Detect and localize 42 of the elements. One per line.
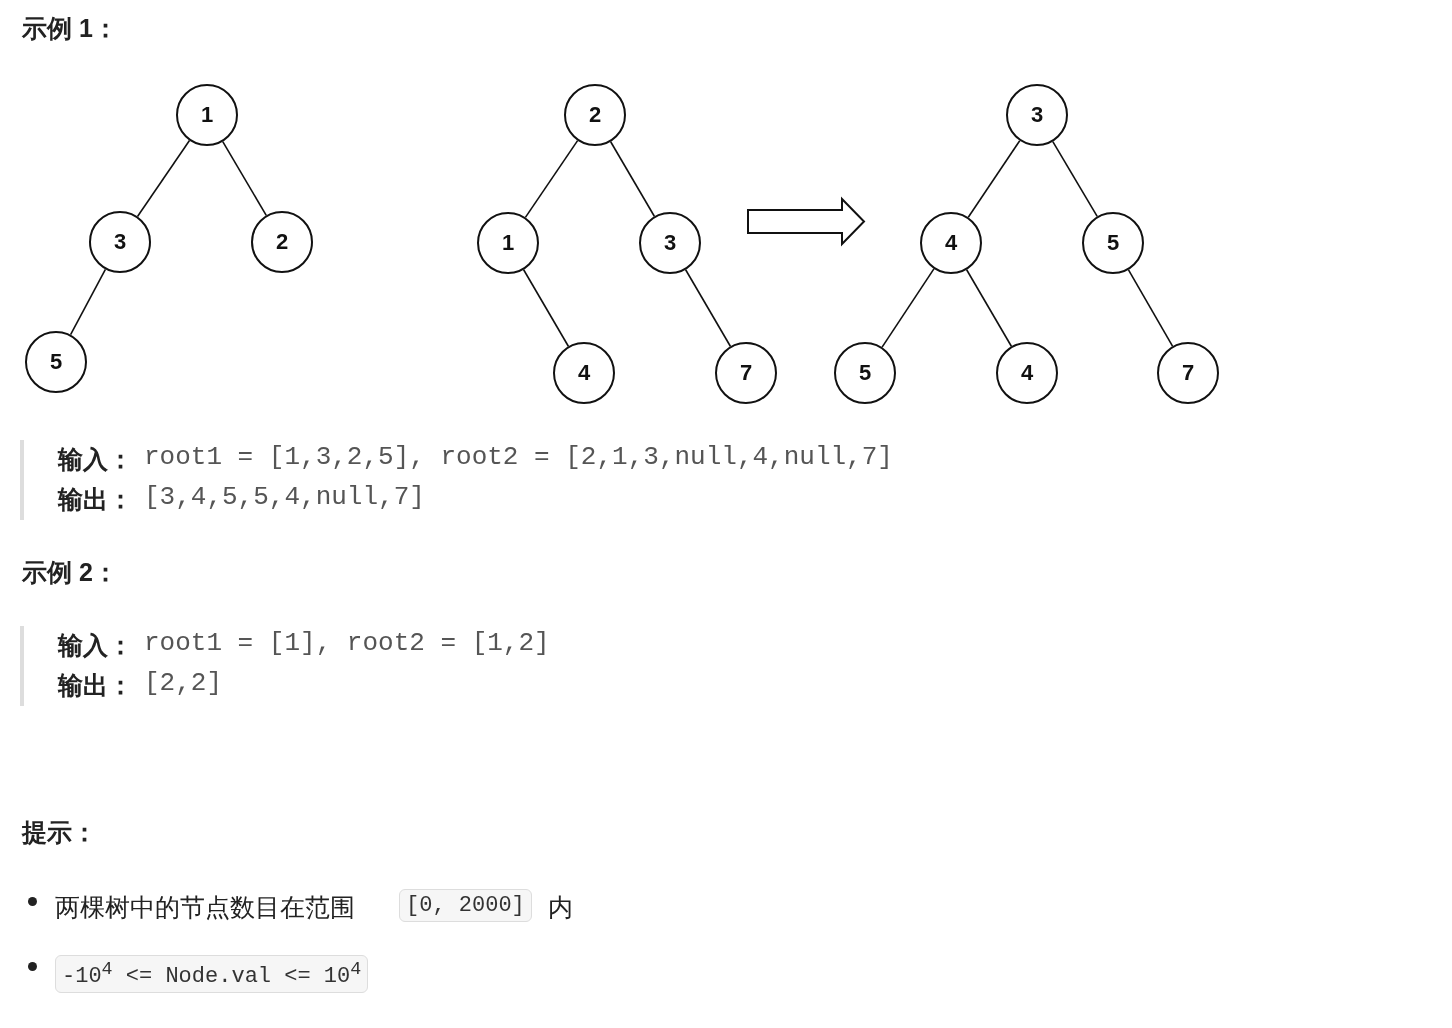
tree-node: 4 bbox=[920, 212, 982, 274]
tree-node: 5 bbox=[25, 331, 87, 393]
input-label: 输入： bbox=[58, 630, 133, 661]
example-heading: 示例 1： bbox=[22, 13, 118, 44]
tree-edge bbox=[136, 139, 191, 218]
tree-edge bbox=[965, 268, 1013, 348]
tree-node: 1 bbox=[477, 212, 539, 274]
input-value: root1 = [1], root2 = [1,2] bbox=[144, 628, 550, 658]
tree-node: 3 bbox=[1006, 84, 1068, 146]
tree-node: 2 bbox=[251, 211, 313, 273]
output-value: [3,4,5,5,4,null,7] bbox=[144, 482, 425, 512]
tree-edge bbox=[1127, 269, 1174, 347]
tree-node: 2 bbox=[564, 84, 626, 146]
tree-edge bbox=[881, 268, 935, 348]
tree-edge bbox=[69, 268, 107, 336]
tree-edge bbox=[1052, 140, 1098, 218]
input-label: 输入： bbox=[58, 444, 133, 475]
tree-node: 3 bbox=[639, 212, 701, 274]
tree-edge bbox=[967, 139, 1021, 219]
input-value: root1 = [1,3,2,5], root2 = [2,1,3,null,4,null,7] bbox=[144, 442, 893, 472]
inline-code: [0, 2000] bbox=[399, 889, 532, 922]
example-heading: 示例 2： bbox=[22, 557, 118, 588]
hint-text: 内 bbox=[548, 892, 573, 923]
tree-edge bbox=[522, 268, 570, 348]
tree-node: 4 bbox=[996, 342, 1058, 404]
output-value: [2,2] bbox=[144, 668, 222, 698]
hint-heading: 提示： bbox=[22, 817, 97, 848]
tree-node: 5 bbox=[834, 342, 896, 404]
tree-node: 4 bbox=[553, 342, 615, 404]
tree-edge bbox=[684, 268, 732, 348]
tree-node: 1 bbox=[176, 84, 238, 146]
tree-edge bbox=[609, 140, 656, 218]
tree-edge bbox=[524, 139, 579, 219]
tree-edge bbox=[221, 140, 268, 217]
output-label: 输出： bbox=[58, 484, 133, 515]
tree-node: 3 bbox=[89, 211, 151, 273]
tree-node: 5 bbox=[1082, 212, 1144, 274]
tree-node: 7 bbox=[715, 342, 777, 404]
inline-code: -10$^{4}$ <= Node.val <= 10$^{4}$ bbox=[55, 955, 369, 994]
hint-text: 两棵树中的节点数目在范围 bbox=[55, 892, 355, 923]
output-label: 输出： bbox=[58, 670, 133, 701]
tree-node: 7 bbox=[1157, 342, 1219, 404]
